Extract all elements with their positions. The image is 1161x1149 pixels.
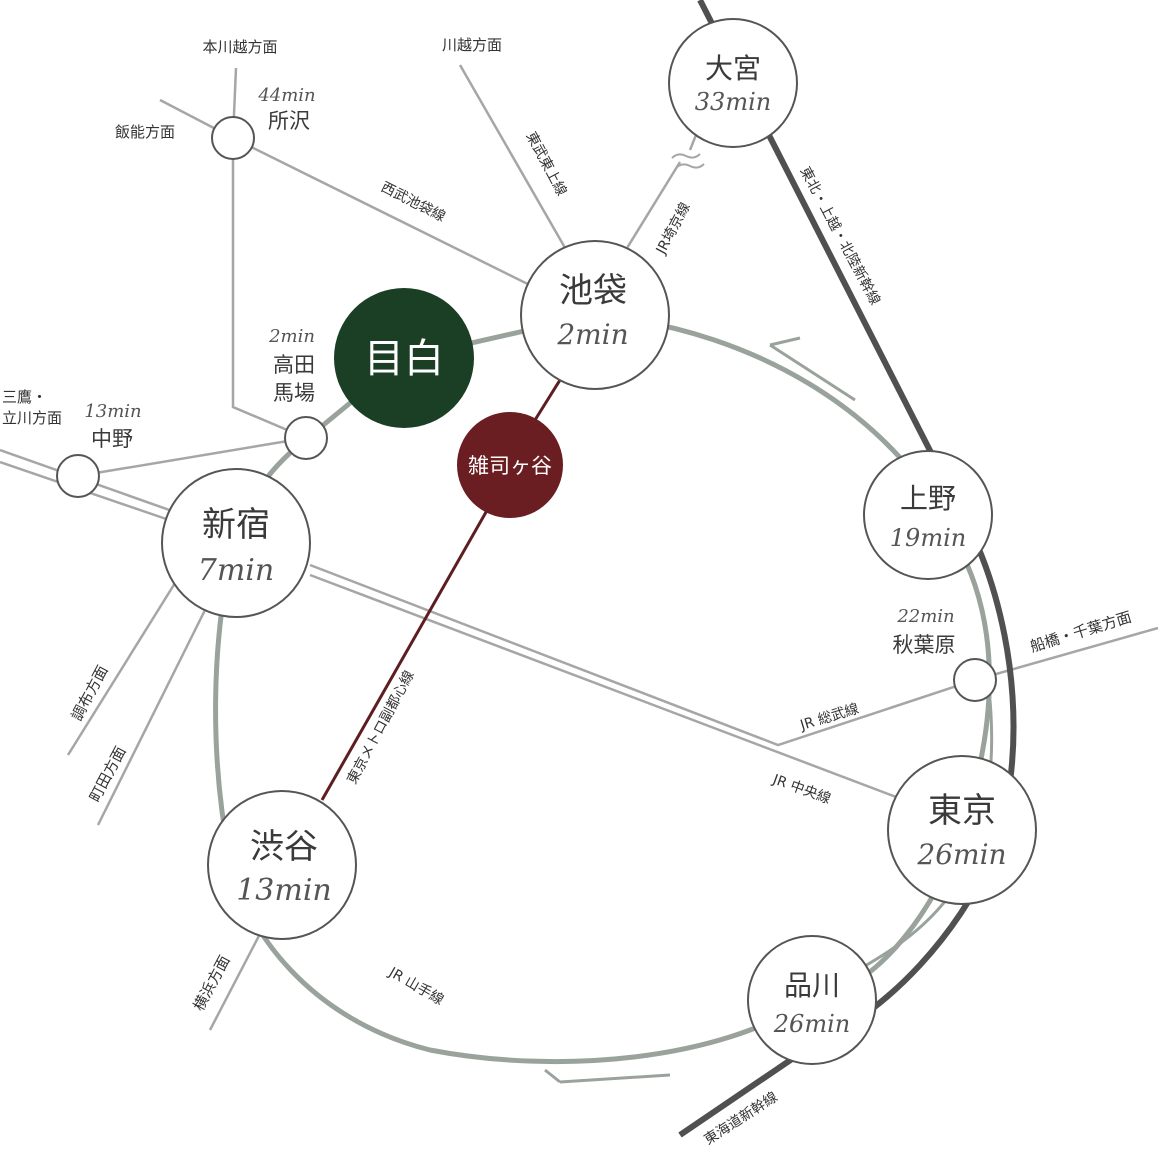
tokyo-circle	[887, 755, 1037, 905]
label-jr-yamanote: JR 山手線	[385, 964, 446, 1009]
station-shibuya: 渋谷 13min	[207, 790, 357, 940]
tokorozawa-marker	[211, 116, 255, 160]
tokorozawa-labels: 44min 所沢	[257, 85, 315, 133]
shinjuku-time: 7min	[198, 553, 274, 588]
seibu-shinjuku-line	[231, 138, 307, 440]
shibuya-time: 13min	[236, 873, 332, 908]
ueno-name: 上野	[900, 482, 956, 515]
omiya-time: 33min	[695, 88, 771, 116]
ueno-circle	[863, 450, 993, 580]
yamanote-ring	[213, 312, 992, 1065]
dir-funabashi: 船橋・千葉方面	[1028, 608, 1134, 656]
nakano-name: 中野	[91, 427, 133, 451]
ring-direction-arrows	[544, 336, 856, 1084]
arrow-upper-right	[769, 336, 856, 402]
nakano-link-line	[77, 436, 307, 478]
station-shinjuku: 新宿 7min	[161, 468, 311, 618]
zoshigaya-circle	[457, 412, 563, 518]
dir-yokohama: 横浜方面	[190, 952, 234, 1013]
machida-branch-line	[96, 599, 212, 826]
tokyo-time: 26min	[916, 838, 1006, 871]
takadanobaba-name-line2: 馬場	[273, 381, 315, 405]
small-stations	[56, 116, 997, 702]
zoshigaya-label: 雑司ヶ谷	[468, 454, 552, 478]
yokohama-branch-line	[208, 929, 264, 1031]
station-zoshigaya: 雑司ヶ谷	[457, 412, 563, 518]
akihabara-labels: 22min 秋葉原	[893, 606, 956, 657]
label-tohoku-shinkansen: 東北・上越・北陸新幹線	[796, 164, 883, 308]
label-fukutoshin: 東京メトロ副都心線	[344, 668, 417, 787]
label-jr-saikyo: JR埼京線	[653, 200, 694, 258]
shinagawa-time: 26min	[773, 1010, 850, 1038]
takadanobaba-marker	[284, 416, 328, 460]
station-ueno: 上野 19min	[863, 450, 993, 580]
omiya-circle	[668, 18, 798, 148]
ikebukuro-time: 2min	[556, 318, 628, 351]
ikebukuro-name: 池袋	[559, 271, 627, 311]
jr-chuo-line	[309, 573, 913, 805]
tokorozawa-name: 所沢	[268, 109, 310, 133]
dir-kawagoe: 川越方面	[442, 36, 502, 54]
shinagawa-circle	[747, 935, 877, 1065]
takadanobaba-labels: 2min 高田 馬場	[268, 326, 315, 405]
station-ikebukuro: 池袋 2min	[520, 240, 670, 390]
jr-sobu-line	[309, 563, 1159, 747]
dir-honkawagoe: 本川越方面	[202, 38, 277, 56]
station-omiya: 大宮 33min	[668, 18, 798, 148]
nakano-marker	[56, 454, 100, 498]
shinagawa-name: 品川	[784, 969, 840, 1002]
shinjuku-name: 新宿	[202, 505, 270, 545]
label-jr-chuo: JR 中央線	[770, 771, 833, 807]
seibu-ikebukuro-line	[232, 136, 561, 302]
ikebukuro-circle	[520, 240, 670, 390]
station-mejiro: 目白	[334, 288, 474, 428]
takadanobaba-name-line1: 高田	[273, 353, 315, 377]
akihabara-name: 秋葉原	[893, 633, 956, 657]
omiya-name: 大宮	[705, 52, 761, 85]
chofu-branch-line	[66, 574, 182, 756]
dir-hanno: 飯能方面	[115, 123, 175, 141]
tokorozawa-time: 44min	[257, 85, 315, 106]
takadanobaba-time: 2min	[268, 326, 315, 347]
dir-mitaka-1: 三鷹・	[2, 388, 47, 406]
tokyo-name: 東京	[928, 791, 996, 831]
nakano-labels: 13min 中野	[84, 401, 141, 451]
arrow-bottom	[544, 1068, 671, 1084]
shibuya-name: 渋谷	[250, 827, 318, 867]
station-tokyo: 東京 26min	[887, 755, 1037, 905]
akihabara-time: 22min	[896, 606, 954, 627]
shibuya-circle	[207, 790, 357, 940]
akihabara-marker	[953, 658, 997, 702]
mejiro-label: 目白	[364, 336, 444, 382]
shinjuku-circle	[161, 468, 311, 618]
saikyo-break-mark	[671, 153, 705, 169]
station-shinagawa: 品川 26min	[747, 935, 877, 1065]
dir-mitaka-2: 立川方面	[2, 409, 62, 427]
nakano-time: 13min	[84, 401, 141, 422]
label-seibu-ikebukuro: 西武池袋線	[378, 179, 448, 225]
mejiro-circle	[334, 288, 474, 428]
ueno-time: 19min	[890, 524, 966, 552]
